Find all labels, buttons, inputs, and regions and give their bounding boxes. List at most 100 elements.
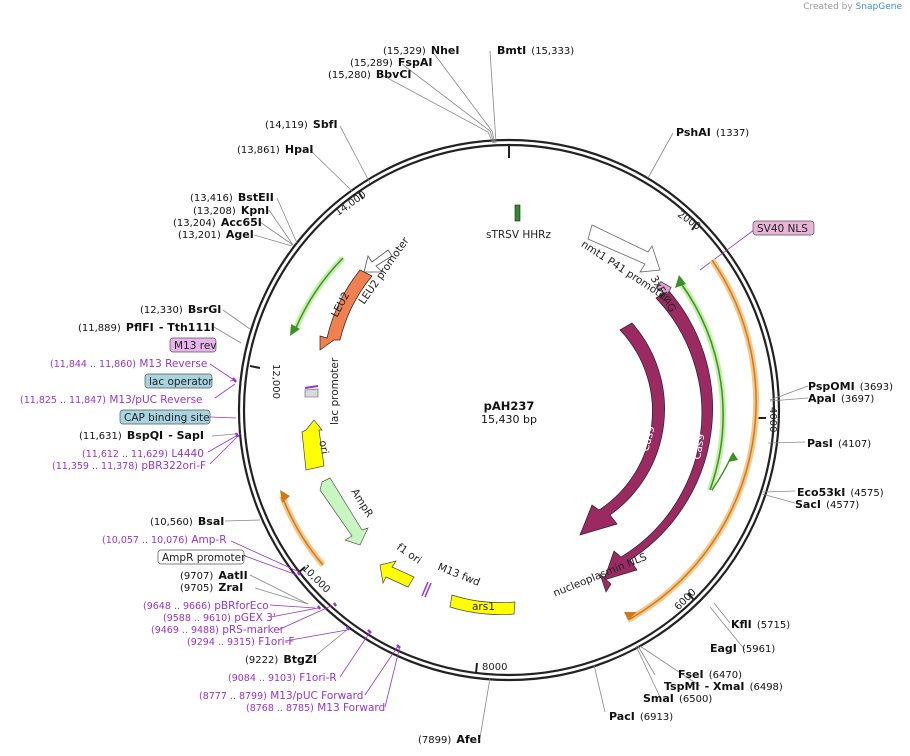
cap-binding-site-label[interactable]: CAP binding site bbox=[124, 412, 210, 424]
tick-label-12000: 12,000 bbox=[270, 364, 281, 399]
svg-text:(13,416) BstEII: (13,416) BstEII bbox=[190, 186, 274, 205]
green-arc-right-outer-line bbox=[679, 281, 724, 491]
tick-14000 bbox=[357, 190, 364, 200]
svg-text:PacI (6913): PacI (6913) bbox=[609, 705, 673, 724]
enzyme-saci[interactable]: SacI bbox=[795, 498, 821, 511]
credit-prefix: Created by bbox=[803, 2, 853, 12]
cas9-outer-label: Cas9 bbox=[691, 433, 707, 461]
enzyme-fsei[interactable]: FseI bbox=[678, 668, 704, 681]
enzyme-bsai[interactable]: BsaI bbox=[198, 515, 224, 528]
svg-text:(9648 .. 9666) pBRforEco: (9648 .. 9666) pBRforEco bbox=[143, 600, 269, 612]
enzyme-bspqi[interactable]: BspQI bbox=[127, 429, 163, 442]
snapgene-logo: SnapGene bbox=[855, 2, 902, 12]
enzyme-tspmi[interactable]: TspMI bbox=[664, 680, 700, 693]
primer-pbrforeco[interactable]: pBRforEco bbox=[214, 600, 268, 612]
primer-pbr322ori-f[interactable]: pBR322ori-F bbox=[141, 460, 206, 472]
svg-text:(15,280) BbvCI: (15,280) BbvCI bbox=[328, 63, 412, 82]
enzyme-xmai[interactable]: - XmaI bbox=[705, 680, 745, 693]
leu2-promoter-arrow bbox=[363, 249, 393, 273]
enzyme-btgzi[interactable]: BtgZI bbox=[283, 653, 317, 666]
enzyme-afei[interactable]: AfeI bbox=[456, 733, 481, 746]
lac-operator-label[interactable]: lac operator bbox=[149, 376, 213, 388]
svg-text:KflI (5715): KflI (5715) bbox=[731, 613, 790, 632]
enzyme-acc65i[interactable]: Acc65I bbox=[221, 216, 262, 229]
enzyme-kfli[interactable]: KflI bbox=[731, 618, 752, 631]
primer-m13-forward[interactable]: M13 Forward bbox=[317, 702, 385, 714]
primer-prs-marker[interactable]: pRS-marker bbox=[222, 624, 285, 636]
svg-text:SacI (4577): SacI (4577) bbox=[795, 493, 859, 512]
primer-l4440[interactable]: L4440 bbox=[171, 448, 204, 460]
enzyme-bsteii[interactable]: BstEII bbox=[238, 191, 274, 204]
enzyme-pspomi[interactable]: PspOMI bbox=[808, 380, 855, 393]
enzyme-nhei[interactable]: NheI bbox=[431, 44, 460, 57]
lac-operator-box bbox=[144, 373, 213, 389]
enzyme-zrai[interactable]: ZraI bbox=[218, 581, 243, 594]
ampr-promoter-box bbox=[157, 549, 245, 565]
primer-labels: (11,844 .. 11,860) M13 Reverse (11,825 .… bbox=[20, 358, 385, 714]
enzyme-bmti[interactable]: BmtI bbox=[497, 44, 526, 57]
svg-text:(9707) AatII: (9707) AatII bbox=[180, 564, 248, 583]
enzyme-pflfi[interactable]: PflFI bbox=[126, 321, 154, 334]
enzyme-tth111i[interactable]: - Tth111I bbox=[159, 321, 215, 334]
enzyme-sbfi[interactable]: SbfI bbox=[313, 118, 338, 131]
svg-text:(9084 .. 9103) F1ori-R: (9084 .. 9103) F1ori-R bbox=[228, 672, 337, 684]
enzyme-pasi[interactable]: PasI bbox=[807, 437, 833, 450]
primer-f1ori-r[interactable]: F1ori-R bbox=[299, 672, 336, 684]
enzyme-sapi[interactable]: - SapI bbox=[168, 429, 204, 442]
tick-12000 bbox=[249, 365, 261, 369]
nucleoplasmin-nls-arrow bbox=[599, 573, 612, 593]
enzyme-eco53ki[interactable]: Eco53kI bbox=[797, 486, 845, 499]
primer-pgex-3[interactable]: pGEX 3' bbox=[234, 612, 276, 624]
svg-text:(10,560) BsaI: (10,560) BsaI bbox=[150, 510, 224, 529]
primer-lines bbox=[207, 229, 755, 708]
primer-amp-r[interactable]: Amp-R bbox=[191, 534, 226, 546]
svg-text:(13,208) KpnI: (13,208) KpnI bbox=[193, 199, 269, 218]
ampr-promoter-label[interactable]: AmpR promoter bbox=[162, 552, 246, 564]
sv40-nls-box bbox=[752, 220, 815, 236]
svg-text:(15,289) FspAI: (15,289) FspAI bbox=[350, 51, 432, 70]
enzyme-hpai[interactable]: HpaI bbox=[285, 143, 314, 156]
sv40-nls-label[interactable]: SV40 NLS bbox=[757, 223, 808, 235]
enzyme-smai[interactable]: SmaI bbox=[643, 692, 674, 705]
m13-fwd-label: M13 fwd bbox=[436, 561, 482, 589]
primer-m13-reverse[interactable]: M13 Reverse bbox=[139, 358, 207, 370]
tick-2000 bbox=[691, 221, 698, 231]
enzyme-aatii[interactable]: AatII bbox=[218, 569, 247, 582]
enzyme-lines bbox=[211, 50, 809, 739]
primer-f1ori-f[interactable]: F1ori-F bbox=[258, 636, 294, 648]
svg-text:PasI (4107): PasI (4107) bbox=[807, 432, 871, 451]
enzyme-bbvci[interactable]: BbvCI bbox=[376, 68, 412, 81]
enzyme-labels: (15,329) NheI (15,289) FspAI (15,280) Bb… bbox=[78, 44, 893, 747]
3xflag-box bbox=[656, 281, 672, 295]
enzyme-kpni[interactable]: KpnI bbox=[241, 204, 269, 217]
primer-m13-puc-forward[interactable]: M13/pUC Forward bbox=[270, 690, 363, 702]
nucleoplasmin-nls-label: nucleoplasmin NLS bbox=[551, 551, 648, 600]
enzyme-agei[interactable]: AgeI bbox=[226, 228, 254, 241]
enzyme-eagi[interactable]: EagI bbox=[710, 642, 737, 655]
strsv-hhrz-mark bbox=[514, 204, 521, 222]
f1-ori-arrow bbox=[379, 560, 415, 588]
primer-m13-puc-reverse[interactable]: M13/pUC Reverse bbox=[109, 394, 202, 406]
enzyme-paci[interactable]: PacI bbox=[609, 710, 635, 723]
svg-text:Eco53kI (4575): Eco53kI (4575) bbox=[797, 481, 884, 500]
tick-label-4000: 4000 bbox=[767, 407, 778, 432]
tick-6000 bbox=[687, 592, 695, 601]
strsv-hhrz-label: sTRSV HHRz bbox=[486, 229, 551, 241]
enzyme-apai[interactable]: ApaI bbox=[808, 392, 836, 405]
enzyme-fspai[interactable]: FspAI bbox=[398, 56, 433, 69]
svg-text:(11,844 .. 11,860) M13 Revers: (11,844 .. 11,860) M13 Reverse bbox=[50, 358, 207, 370]
svg-text:(11,889) PflFI - Tth111I: (11,889) PflFI - Tth111I bbox=[78, 316, 215, 335]
svg-text:(11,825 .. 11,847) M13/pUC Re: (11,825 .. 11,847) M13/pUC Reverse bbox=[20, 394, 203, 406]
lac-promoter-label: lac promoter bbox=[329, 357, 341, 425]
enzyme-bsrgi[interactable]: BsrGI bbox=[188, 303, 221, 316]
svg-text:(7899) AfeI: (7899) AfeI bbox=[418, 728, 481, 747]
svg-text:(11,359 .. 11,378) pBR322ori-: (11,359 .. 11,378) pBR322ori-F bbox=[52, 460, 206, 472]
svg-text:TspMI - XmaI (6498): TspMI - XmaI (6498) bbox=[664, 675, 783, 694]
ars1-arrow bbox=[449, 594, 516, 615]
boxed-labels: M13 rev lac operator CAP binding site Am… bbox=[119, 220, 815, 565]
svg-text:(11,631) BspQI - SapI: (11,631) BspQI - SapI bbox=[79, 424, 204, 443]
enzyme-pshai[interactable]: PshAI bbox=[676, 126, 711, 139]
m13-rev-label[interactable]: M13 rev bbox=[174, 340, 217, 352]
orange-arc-right-line bbox=[627, 259, 757, 621]
